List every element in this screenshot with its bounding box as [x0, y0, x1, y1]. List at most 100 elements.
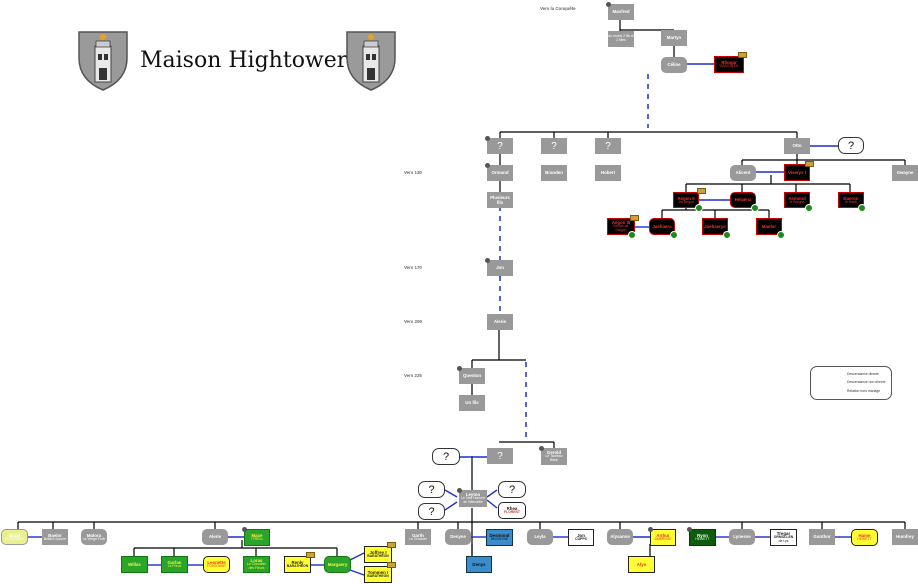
person-maelor[interactable]: Maelor — [756, 218, 782, 235]
person-alyn[interactable]: Alyn — [628, 556, 655, 573]
person-name: Jon — [496, 265, 504, 271]
person-willas[interactable]: Willas — [121, 556, 148, 573]
person-gunthor[interactable]: Gunthor — [809, 529, 835, 545]
person-name: Viserys I — [788, 169, 806, 175]
sword-icon — [457, 488, 462, 493]
person-descendants-group[interactable]: Au moins 2 fils et 2 filles — [608, 31, 634, 47]
person-lynesse[interactable]: Lynesse — [729, 529, 755, 545]
person-denyse[interactable]: Denyse — [445, 529, 471, 545]
person-otto[interactable]: Otto — [784, 138, 810, 154]
person-house: GARGALEN — [719, 64, 739, 69]
person-quenton[interactable]: Quenton — [459, 368, 485, 384]
person-hobert[interactable]: Hobert — [595, 165, 621, 181]
person-helaena[interactable]: Helaena — [730, 192, 756, 208]
crown-icon — [697, 188, 706, 194]
person-name: Loras — [250, 558, 263, 564]
person-martyn[interactable]: Martyn — [661, 30, 687, 46]
person-name: Leyton — [465, 492, 481, 498]
person-name: Renly — [291, 560, 304, 566]
person-name: Humfrey — [896, 534, 914, 540]
person-several-sons[interactable]: Plusieurs fils — [487, 192, 513, 208]
person-alerie-old[interactable]: Alerie — [487, 314, 513, 330]
unknown-person[interactable]: ? — [541, 138, 567, 154]
hightower-shield-left-icon — [78, 31, 128, 91]
person-name: Tregar — [776, 531, 791, 537]
person-a-son[interactable]: Un fils — [459, 395, 485, 411]
legend-item-indirect: Descendance non directe — [819, 380, 889, 386]
person-epithet: Brillant-Sourire — [43, 536, 67, 541]
person-celinne[interactable]: Céline — [661, 57, 687, 73]
hightower-shield-right-icon — [346, 31, 396, 91]
person-name: Leonette — [207, 560, 226, 566]
person-jaehaerys[interactable]: Jaehaerys — [702, 218, 728, 235]
sword-icon — [687, 527, 692, 532]
person-house: BARATHEON — [367, 574, 389, 579]
person-house: CUPPS — [575, 537, 587, 542]
unknown-spouse[interactable]: ? — [838, 137, 864, 154]
person-leyla[interactable]: Leyla — [527, 529, 553, 545]
crown-icon — [306, 552, 315, 558]
person-name: Gunthor — [813, 534, 831, 540]
person-name: Baelor — [48, 532, 62, 538]
dragon-badge-icon — [751, 204, 759, 212]
person-gwayne[interactable]: Gwayne — [892, 165, 918, 181]
person-ormund[interactable]: Ormund — [487, 165, 513, 181]
person-name: Ormund — [491, 170, 509, 176]
person-alysanne[interactable]: Alysanne — [607, 529, 633, 545]
person-alerie[interactable]: Alerie — [202, 529, 228, 545]
person-manfred[interactable]: Manfred — [608, 4, 634, 20]
dragon-badge-icon — [858, 204, 866, 212]
person-alicent[interactable]: Alicent — [730, 165, 756, 181]
person-margaery[interactable]: Margaery — [324, 556, 351, 573]
person-name: Rhogar — [721, 60, 737, 66]
person-denys[interactable]: Denys — [466, 556, 492, 573]
unknown-spouse[interactable]: ? — [498, 481, 526, 498]
person-branden[interactable]: Branden — [541, 165, 567, 181]
unknown-spouse[interactable]: ? — [418, 503, 445, 520]
dragon-badge-icon — [695, 204, 703, 212]
sword-icon — [485, 136, 490, 141]
sword-icon — [485, 163, 490, 168]
person-epithet: Le Grossier — [409, 536, 427, 541]
person-viserys-i[interactable]: Viserys I — [784, 164, 810, 181]
person-humfrey[interactable]: Humfrey — [892, 529, 918, 545]
person-jaehaera[interactable]: Jaehaera — [649, 218, 675, 235]
person-name: Arthur — [656, 533, 670, 539]
unknown-spouse[interactable]: ? — [432, 448, 460, 465]
unknown-person[interactable]: ? — [595, 138, 621, 154]
person-name: Otto — [792, 143, 802, 149]
person-jon[interactable]: Jon — [487, 260, 513, 276]
unknown-person[interactable]: ? — [487, 138, 513, 154]
unknown-person[interactable]: ? — [487, 448, 513, 464]
person-name: Tommen I — [367, 570, 389, 576]
person-house: BARATHEON — [286, 564, 309, 569]
unknown-spouse[interactable]: ? — [418, 481, 445, 498]
crown-icon — [805, 161, 814, 167]
person-name: Denyse — [450, 534, 466, 540]
